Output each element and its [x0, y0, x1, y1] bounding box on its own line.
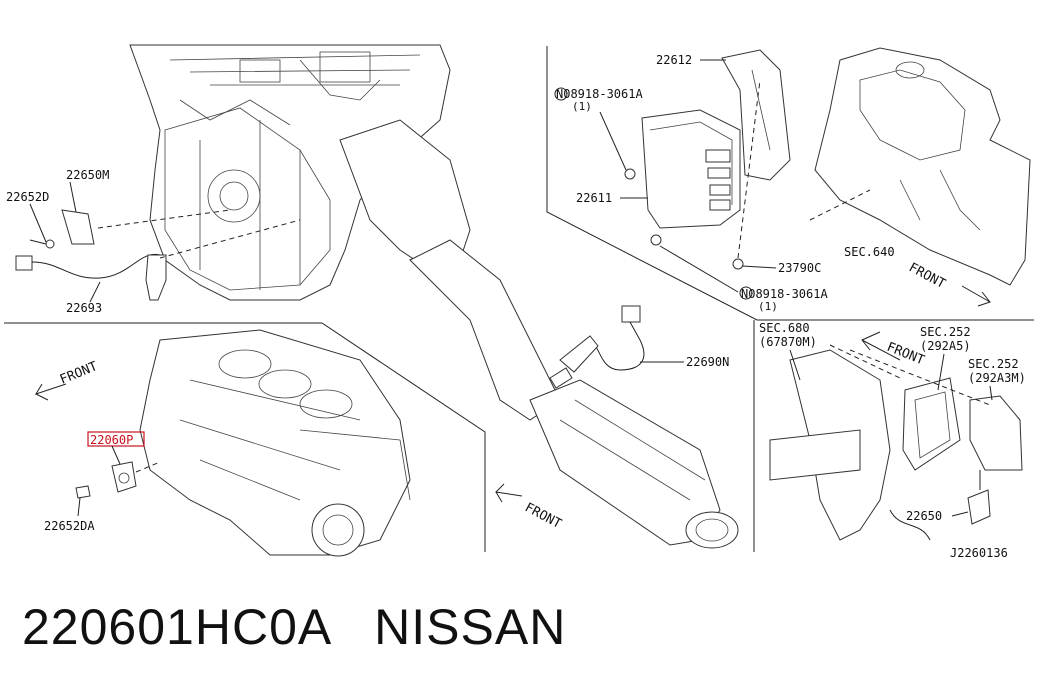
label-22650: 22650 — [906, 509, 942, 523]
label-08918-3061A-top: N08918-3061A — [556, 87, 643, 101]
label-front-middle-left: FRONT — [58, 359, 100, 388]
harness-bracket-drawing — [769, 344, 1023, 541]
part-brand: NISSAN — [374, 599, 567, 655]
label-sec680: SEC.680 — [759, 321, 810, 335]
panel-dividers — [4, 46, 1034, 552]
label-sec252-a: SEC.252 — [920, 325, 971, 339]
label-22060P[interactable]: 22060P — [90, 433, 133, 447]
label-22611: 22611 — [576, 191, 612, 205]
label-front-top-right: FRONT — [906, 260, 948, 292]
label-22652DA: 22652DA — [44, 519, 95, 533]
part-title: 220601HC0A NISSAN — [22, 598, 566, 656]
sensor-22693-drawing — [15, 209, 301, 301]
cylinder-block-drawing — [139, 329, 411, 557]
label-22693: 22693 — [66, 301, 102, 315]
part-number: 220601HC0A — [22, 599, 330, 655]
label-sec680-sub: (67870M) — [759, 335, 817, 349]
knock-sensor-drawing — [75, 461, 161, 499]
label-08918-3061A-top-qty: (1) — [572, 100, 592, 113]
label-08918-3061A-bottom-qty: (1) — [758, 300, 778, 313]
exhaust-drawing — [339, 119, 739, 549]
diagram-code: J2260136 — [950, 546, 1008, 560]
body-panel-drawing — [814, 47, 1031, 286]
front-arrow-bottom-center — [494, 483, 523, 503]
label-23790C: 23790C — [778, 261, 821, 275]
label-sec252-a-sub: (292A5) — [920, 339, 971, 353]
label-sec252-b: SEC.252 — [968, 357, 1019, 371]
label-22650M: 22650M — [66, 168, 109, 182]
label-front-bottom-center: FRONT — [522, 500, 564, 532]
sensor-22690N-drawing — [549, 305, 645, 389]
label-08918-3061A-bottom: N08918-3061A — [741, 287, 828, 301]
front-arrow-top-right — [961, 285, 991, 307]
label-22612: 22612 — [656, 53, 692, 67]
engine-head-drawing — [129, 44, 451, 301]
label-22652D: 22652D — [6, 190, 49, 204]
label-sec640: SEC.640 — [844, 245, 895, 259]
front-arrow-middle-left — [34, 383, 67, 401]
front-arrow-middle-right — [861, 331, 901, 361]
ecm-drawing — [624, 49, 791, 270]
label-22690N: 22690N — [686, 355, 729, 369]
label-sec252-b-sub: (292A3M) — [968, 371, 1026, 385]
highlight-box-22060P — [87, 431, 145, 447]
